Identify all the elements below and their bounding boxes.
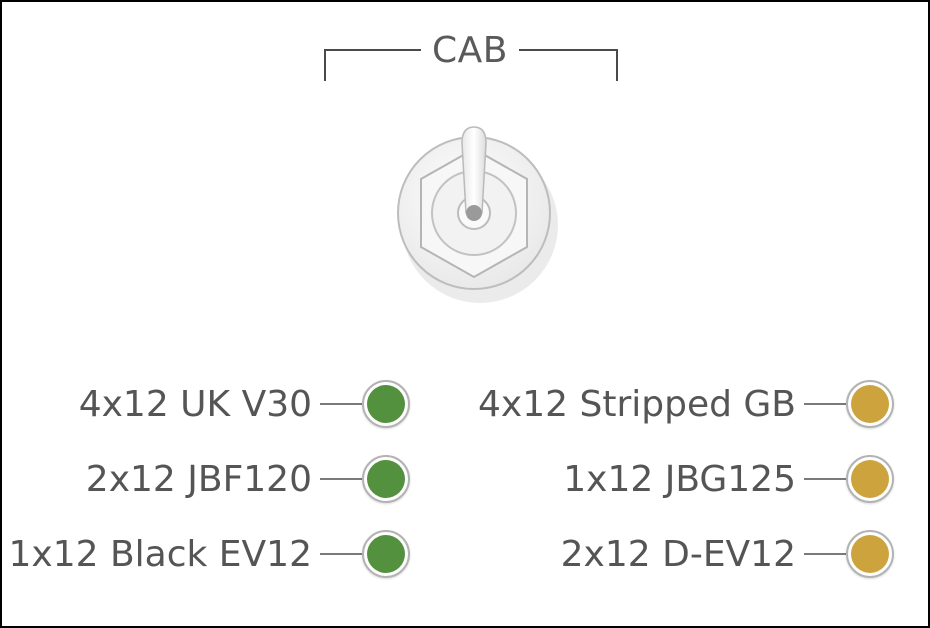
cab-option-label: 4x12 UK V30 (78, 383, 312, 425)
cab-option-label: 2x12 D-EV12 (560, 533, 796, 575)
led-indicator[interactable] (362, 455, 410, 503)
cab-option-1x12-jbg125[interactable]: 1x12 JBG125 (563, 449, 894, 509)
connector-line (320, 553, 362, 555)
cab-option-1x12-black-ev12[interactable]: 1x12 Black EV12 (8, 524, 410, 584)
connector-line (804, 478, 846, 480)
connector-line (320, 403, 362, 405)
led-dot-green (367, 385, 405, 423)
cab-option-label: 4x12 Stripped GB (478, 383, 796, 425)
led-dot-green (367, 460, 405, 498)
cab-option-label: 2x12 JBF120 (85, 458, 312, 500)
connector-line (320, 478, 362, 480)
led-indicator[interactable] (846, 455, 894, 503)
led-indicator[interactable] (846, 530, 894, 578)
cab-option-label: 1x12 JBG125 (563, 458, 796, 500)
connector-line (804, 553, 846, 555)
led-dot-yellow (851, 535, 889, 573)
cab-option-2x12-jbf120[interactable]: 2x12 JBF120 (86, 449, 410, 509)
cab-option-4x12-uk-v30[interactable]: 4x12 UK V30 (79, 374, 410, 434)
led-indicator[interactable] (846, 380, 894, 428)
led-indicator[interactable] (362, 530, 410, 578)
led-indicator[interactable] (362, 380, 410, 428)
led-dot-yellow (851, 385, 889, 423)
cab-toggle-switch[interactable] (382, 117, 572, 317)
cab-option-2x12-d-ev12[interactable]: 2x12 D-EV12 (561, 524, 894, 584)
led-dot-yellow (851, 460, 889, 498)
led-dot-green (367, 535, 405, 573)
connector-line (804, 403, 846, 405)
cab-option-label: 1x12 Black EV12 (8, 533, 313, 575)
cab-title: CAB (421, 28, 519, 74)
cab-option-4x12-stripped-gb[interactable]: 4x12 Stripped GB (478, 374, 894, 434)
